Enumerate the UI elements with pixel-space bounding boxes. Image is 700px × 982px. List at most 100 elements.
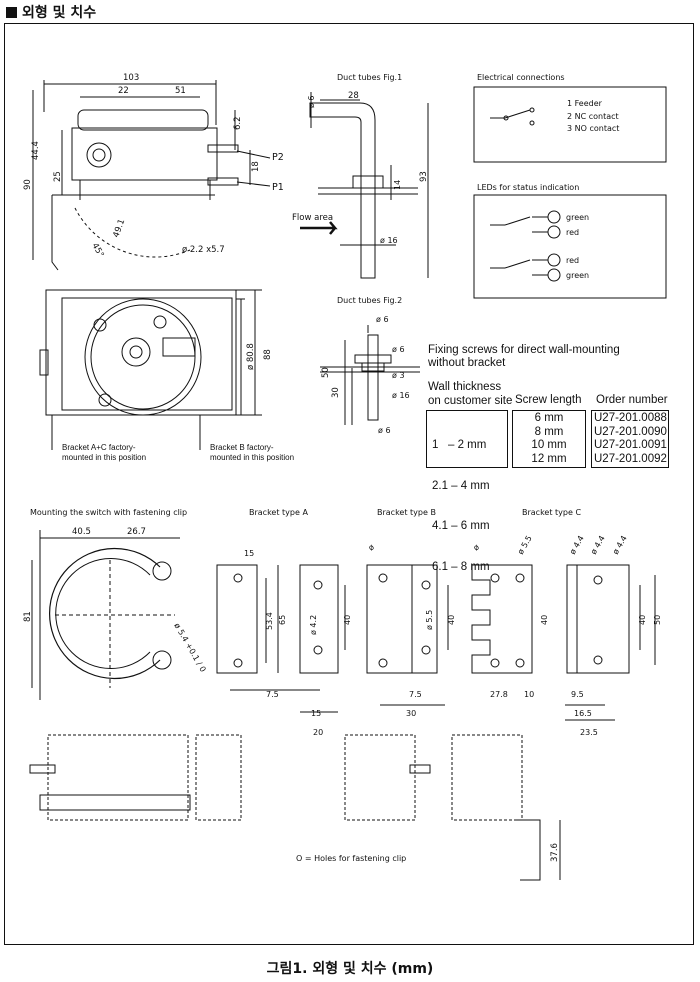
figure-caption: 그림1. 외형 및 치수 (mm) (266, 961, 434, 977)
led-label-4: green (566, 271, 589, 280)
electrical-item-2: 2 NC contact (567, 112, 619, 121)
dim-fig2-50: 50 (321, 367, 331, 378)
dim-fig2-d16: ø 16 (392, 391, 410, 400)
electrical-title: Electrical connections (477, 73, 565, 82)
square-bullet-icon (6, 6, 17, 18)
bracket-c-title: Bracket type C (522, 508, 581, 517)
screw-length-list: 6 mm 8 mm 10 mm 12 mm (512, 412, 586, 466)
dim-a-15: 15 (244, 549, 254, 558)
top-view (32, 80, 271, 271)
fixing-header-screw: Screw length (515, 394, 582, 406)
order-row: U27-201.0090 (594, 425, 667, 438)
screw-row: 12 mm (531, 452, 567, 465)
drawing-frame (4, 23, 694, 945)
dim-a-15b: 15 (311, 709, 321, 718)
switch-symbols (490, 107, 561, 282)
dim-fig1-d6: ø 6 (307, 95, 316, 108)
fixing-title-line2: without bracket (428, 357, 506, 369)
dim-fig2-d6c: ø 6 (378, 426, 391, 435)
order-row: U27-201.0088 (594, 412, 667, 424)
dim-40-5: 40.5 (72, 527, 91, 537)
dim-b-30: 30 (406, 709, 416, 718)
dim-c-4-4c: ø 4.4 (611, 534, 629, 556)
screw-length-box (512, 410, 586, 468)
dim-b-d: ø (367, 542, 377, 552)
dim-25: 25 (53, 171, 63, 182)
dim-b-7-5: 7.5 (409, 690, 422, 699)
section-title: 외형 및 치수 (22, 5, 97, 21)
dim-49-1: 49.1 (111, 218, 127, 239)
dim-c-4-4a: ø 4.4 (568, 534, 586, 556)
wall-row: 6.1 – 8 mm (432, 560, 490, 573)
dim-c-23-5: 23.5 (580, 728, 598, 737)
duct-fig2-title: Duct tubes Fig.2 (337, 296, 402, 305)
dim-18: 18 (251, 161, 261, 172)
dim-a-7-5: 7.5 (266, 690, 279, 699)
dim-22: 22 (118, 86, 129, 96)
section-header: 외형 및 치수 (6, 2, 96, 22)
screw-row: 8 mm (534, 425, 564, 438)
wall-row: 1 – 2 mm (432, 439, 487, 451)
dim-2-2: ø 2.2 x5.7 (182, 245, 225, 255)
duct-fig1-title: Duct tubes Fig.1 (337, 73, 402, 82)
dim-a-40: 40 (343, 615, 352, 625)
dim-c-40b: 40 (638, 615, 647, 625)
dim-a-4-2: ø 4.2 (309, 615, 318, 635)
dim-fig1-28: 28 (348, 91, 359, 101)
dim-a-20: 20 (313, 728, 323, 737)
port-p1-label: P1 (272, 182, 284, 193)
dim-fig2-d6a: ø 6 (376, 315, 389, 324)
fixing-title-line1: Fixing screws for direct wall-mounting (428, 344, 620, 356)
dim-c-16-5: 16.5 (574, 709, 592, 718)
screw-row: 10 mm (531, 439, 567, 451)
bracket-a (216, 564, 346, 713)
dim-80-8: ø 80.8 (246, 343, 256, 370)
dim-fig1-93: 93 (419, 171, 429, 182)
dim-51: 51 (175, 86, 186, 96)
flow-area-label: Flow area (292, 213, 333, 223)
dim-c-9-5: 9.5 (571, 690, 584, 699)
bottom-assemblies (29, 734, 561, 881)
dim-c-5-5: ø 5.5 (516, 534, 534, 556)
dim-fig2-30: 30 (331, 387, 341, 398)
front-view (39, 289, 262, 450)
bracket-b (366, 564, 449, 706)
dim-a-65: 65 (278, 615, 287, 625)
electrical-item-3: 3 NO contact (567, 124, 619, 133)
led-label-3: red (566, 256, 579, 265)
dim-90: 90 (23, 179, 33, 190)
dim-45deg: 45° (89, 242, 105, 260)
port-p2-label: P2 (272, 152, 284, 163)
dim-fig2-d6b: ø 6 (392, 345, 405, 354)
dim-26-7: 26.7 (127, 527, 146, 537)
dim-c-50: 50 (653, 615, 662, 625)
dim-b-40: 40 (447, 615, 456, 625)
dim-c-27-8: 27.8 (490, 690, 508, 699)
screw-row: 6 mm (534, 412, 564, 424)
dim-c-d: ø (472, 542, 482, 552)
note-bracket-b: Bracket B factory- mounted in this posit… (210, 443, 295, 462)
dim-fig1-d16: ø 16 (380, 236, 398, 245)
bracket-c (471, 564, 656, 721)
dim-81: 81 (23, 611, 33, 622)
led-label-1: green (566, 213, 589, 222)
mounting-title: Mounting the switch with fastening clip (30, 508, 187, 517)
dim-c-10: 10 (524, 690, 534, 699)
duct-fig1 (300, 92, 429, 279)
dim-b-5-5: ø 5.5 (425, 610, 434, 630)
dim-5-4: ø 5.4 +0.1 / 0 (172, 622, 207, 674)
leds-title: LEDs for status indication (477, 183, 579, 192)
electrical-item-1: 1 Feeder (567, 99, 603, 108)
dim-c-40: 40 (540, 615, 549, 625)
fixing-title: Fixing screws for direct wall-mounting w… (428, 344, 620, 370)
dim-6-2: 6.2 (233, 116, 243, 130)
dim-fig2-d3: ø 3 (392, 371, 405, 380)
bracket-a-title: Bracket type A (249, 508, 308, 517)
dim-88: 88 (263, 349, 273, 360)
duct-fig2 (320, 325, 420, 425)
order-row: U27-201.0092 (594, 452, 667, 465)
dim-a-53-4: 53.4 (265, 612, 274, 630)
led-label-2: red (566, 228, 579, 237)
fixing-header-wall: Wall thickness on customer site (428, 381, 513, 407)
